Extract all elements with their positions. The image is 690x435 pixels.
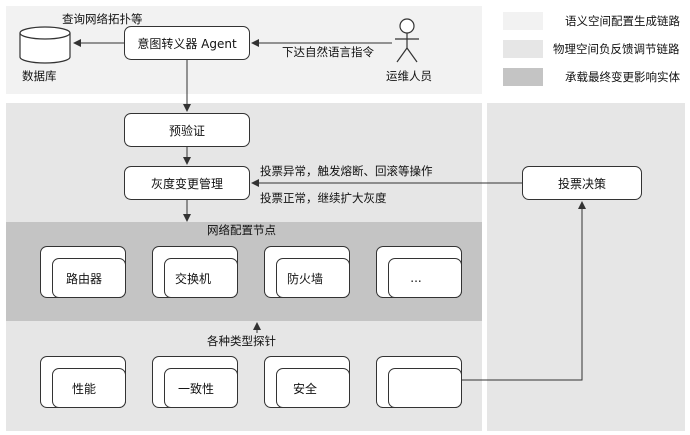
abnormal-label: 投票异常，触发熔断、回滚等操作 — [260, 164, 433, 178]
command-label: 下达自然语言指令 — [282, 45, 374, 59]
operator-label: 运维人员 — [386, 69, 432, 83]
vote-decision-box: 投票决策 — [522, 166, 642, 200]
operator-person-icon — [395, 18, 419, 63]
physical-band-right — [487, 103, 685, 431]
probe-node-label: 性能 — [71, 381, 96, 396]
network-node-label: 路由器 — [65, 271, 102, 286]
legend-label-semantic: 语义空间配置生成链路 — [565, 14, 680, 28]
probes-title: 各种类型探针 — [207, 334, 276, 348]
database-icon — [19, 26, 71, 64]
intent-agent-box: 意图转义器 Agent — [124, 26, 250, 60]
network-title: 网络配置节点 — [207, 223, 276, 237]
network-node-label: ... — [410, 271, 422, 285]
network-node-label: 防火墙 — [286, 271, 323, 286]
query-label: 查询网络拓扑等 — [62, 12, 143, 26]
legend-swatch-semantic — [503, 12, 543, 30]
probe-node-label: 一致性 — [177, 381, 214, 396]
preverify-box: 预验证 — [124, 113, 250, 147]
legend-swatch-entity — [503, 68, 543, 86]
normal-label: 投票正常，继续扩大灰度 — [260, 191, 387, 205]
legend-label-physical: 物理空间负反馈调节链路 — [553, 42, 680, 56]
legend-label-entity: 承载最终变更影响实体 — [565, 70, 680, 84]
gray-release-box: 灰度变更管理 — [124, 166, 250, 200]
probe-node-label: 安全 — [292, 381, 317, 396]
network-node-label: 交换机 — [174, 271, 211, 286]
arrow-probes-to-vote — [462, 201, 586, 381]
legend-swatch-physical — [503, 40, 543, 58]
database-label: 数据库 — [22, 69, 57, 83]
